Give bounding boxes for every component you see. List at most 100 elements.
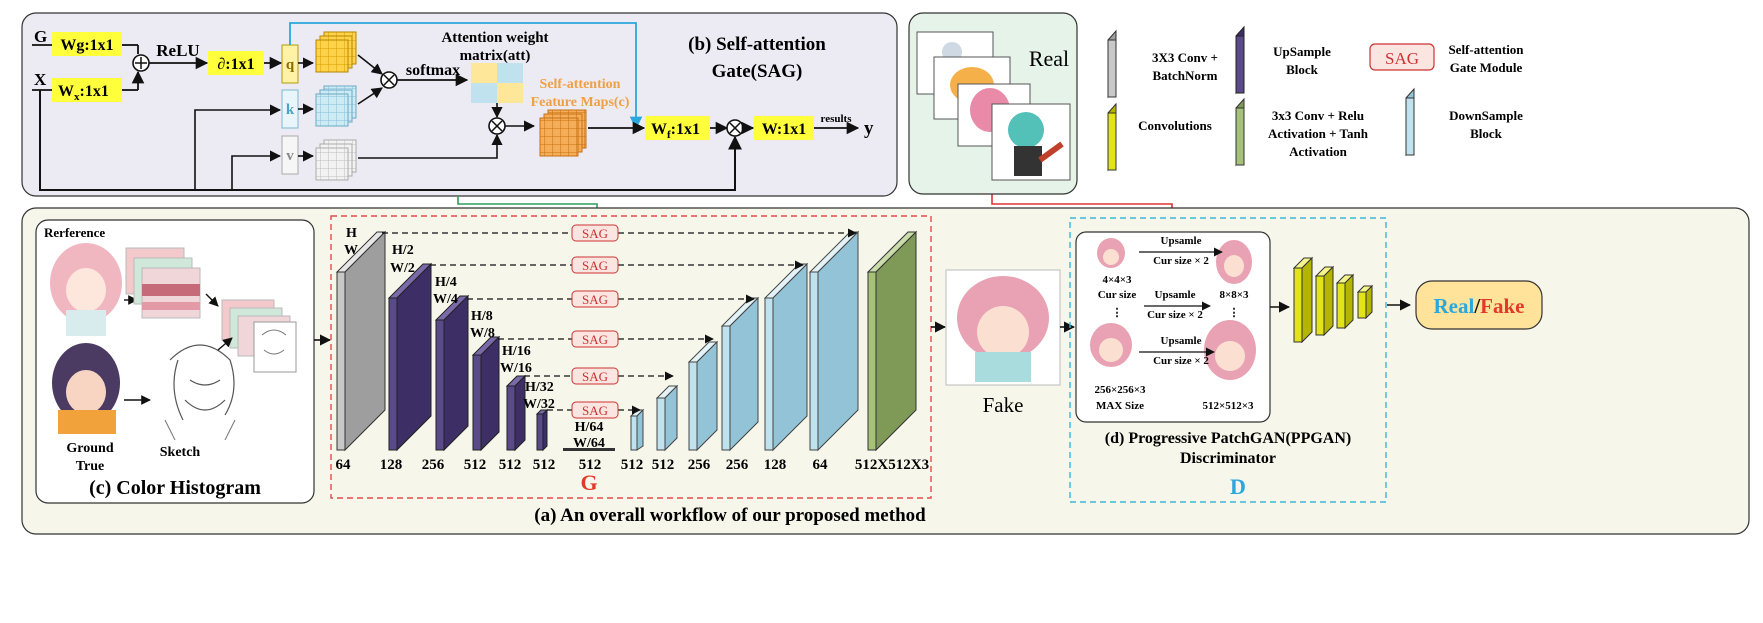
dim-7b: W/64 — [573, 436, 605, 451]
sag-panel: (b) Self-attention Gate(SAG) G X Wg:1x1 … — [21, 12, 898, 197]
legend-item-convolutions: Convolutions — [1107, 102, 1212, 172]
cursize-label-2: Cur size × 2 — [1147, 309, 1203, 321]
decoder-slab-2 — [655, 384, 679, 452]
attention-title-line2: matrix(att) — [460, 48, 531, 64]
fake-image-panel: Fake — [945, 269, 1061, 417]
ch-3: 256 — [422, 457, 445, 473]
sketch-label: Sketch — [160, 445, 201, 460]
v-box — [281, 135, 299, 175]
disc-conv-4 — [1356, 284, 1374, 320]
legend-label-4a: Convolutions — [1138, 118, 1212, 133]
legend-label-1b: BatchNorm — [1153, 68, 1218, 83]
encoder-slab-1 — [335, 230, 387, 452]
w-conv-box — [754, 116, 814, 140]
channel-labels: 64 128 256 512 512 512 512 512 512 256 2… — [336, 457, 930, 473]
encoder-slab-3 — [434, 294, 470, 452]
dim-5b: W/16 — [500, 361, 532, 376]
upsample-label-3: Upsamle — [1161, 335, 1202, 347]
self-attention-feature-maps — [539, 109, 587, 157]
size-8x8: 8×8×3 — [1219, 289, 1249, 301]
disc-image-8x8 — [1216, 240, 1252, 284]
sag-badge-4: SAG — [582, 332, 608, 347]
size-4x4: 4×4×3 — [1102, 274, 1132, 286]
workflow-caption: (a) An overall workflow of our proposed … — [534, 505, 926, 526]
cursize-label-1: Cur size × 2 — [1153, 255, 1209, 267]
sag-badge-2: SAG — [582, 258, 608, 273]
dots-1: ⋮ — [1112, 307, 1123, 319]
disc-image-512 — [1204, 320, 1256, 380]
x-bus-line — [39, 90, 742, 191]
legend-label-6a: DownSample — [1449, 108, 1523, 123]
encoder-slab-6 — [535, 408, 549, 452]
legend-sag-badge: SAG — [1385, 49, 1419, 68]
max-size-label: MAX Size — [1096, 400, 1144, 412]
discriminator-title-line2: Discriminator — [1180, 450, 1276, 467]
ch-8: 512 — [621, 457, 644, 473]
legend-item-upsample: UpSample Block — [1235, 25, 1331, 95]
dim-3b: W/4 — [433, 292, 458, 307]
legend-label-2a: UpSample — [1273, 44, 1331, 59]
dim-1b: W — [344, 243, 358, 258]
sketch-image — [164, 344, 236, 441]
combined-input-stack — [221, 299, 297, 373]
decoder-slab-4 — [720, 296, 760, 452]
ch-5: 512 — [499, 457, 522, 473]
legend-label-2b: Block — [1286, 62, 1319, 77]
encoder-slab-4 — [471, 335, 501, 452]
legend-item-downsample: DownSample Block — [1405, 87, 1523, 157]
real-samples-panel: Real — [908, 12, 1078, 195]
output-slab — [866, 230, 918, 452]
w-conv-label: W:1x1 — [762, 121, 806, 138]
dim-2b: W/2 — [390, 261, 415, 276]
color-histogram-title: (c) Color Histogram — [89, 477, 261, 499]
q-feature-cube — [315, 31, 357, 73]
ch-10: 256 — [688, 457, 711, 473]
disc-conv-1 — [1292, 256, 1314, 344]
feature-maps-title-line2: Feature Maps(c) — [531, 95, 630, 110]
reference-image — [50, 243, 122, 336]
encoder-slab-2 — [387, 262, 433, 452]
sag-badge-3: SAG — [582, 292, 608, 307]
dim-6b: W/32 — [523, 397, 555, 412]
decoder-slab-6 — [808, 230, 860, 452]
disc-image-4x4 — [1097, 238, 1125, 268]
size-512: 512×512×3 — [1202, 400, 1254, 412]
sag-badge-5: SAG — [582, 369, 608, 384]
legend-label-5a: 3x3 Conv + Relu — [1272, 108, 1364, 123]
ch-11: 256 — [726, 457, 749, 473]
dim-7a: H/64 — [575, 420, 604, 435]
output-y-label: y — [864, 118, 874, 139]
wf-conv-box — [645, 116, 710, 140]
real-fake-output: Real/Fake — [1415, 280, 1543, 330]
dim-1a: H — [346, 226, 357, 241]
v-label: v — [286, 148, 294, 164]
resolution-labels: H W H/2 W/2 H/4 W/4 H/8 W/8 H/16 W/16 H/… — [344, 226, 605, 451]
q-label: q — [286, 57, 295, 73]
skip-connection-2: SAG — [430, 256, 804, 274]
legend-label-1a: 3X3 Conv + — [1152, 50, 1218, 65]
discriminator-block: Upsamle Cur size × 2 4×4×3 Cur size Upsa… — [1069, 217, 1387, 503]
decoder-slab-5 — [763, 262, 809, 452]
real-label: Real — [1029, 46, 1069, 71]
ch-12: 128 — [764, 457, 787, 473]
skip-connection-6: SAG — [547, 401, 641, 419]
generator-label: G — [580, 470, 597, 495]
ch-9: 512 — [652, 457, 675, 473]
ground-truth-image — [52, 343, 120, 434]
dim-4a: H/8 — [471, 309, 493, 324]
dim-2a: H/2 — [392, 243, 414, 258]
disc-labels: Upsamle Cur size × 2 4×4×3 Cur size Upsa… — [1094, 235, 1254, 412]
results-label: results — [821, 113, 853, 125]
wx-conv-label: Wx:1x1 — [58, 83, 109, 103]
reference-label: Rerference — [44, 225, 105, 240]
upsample-label-1: Upsamle — [1161, 235, 1202, 247]
wg-conv-label: Wg:1x1 — [60, 37, 113, 54]
softmax-label: softmax — [406, 62, 460, 79]
real-image-stack — [916, 31, 1071, 181]
feature-maps-title-line1: Self-attention — [540, 77, 621, 92]
legend: 3X3 Conv + BatchNorm UpSample Block SAG … — [1107, 25, 1524, 172]
disc-conv-3 — [1335, 273, 1355, 330]
k-label: k — [286, 102, 295, 118]
